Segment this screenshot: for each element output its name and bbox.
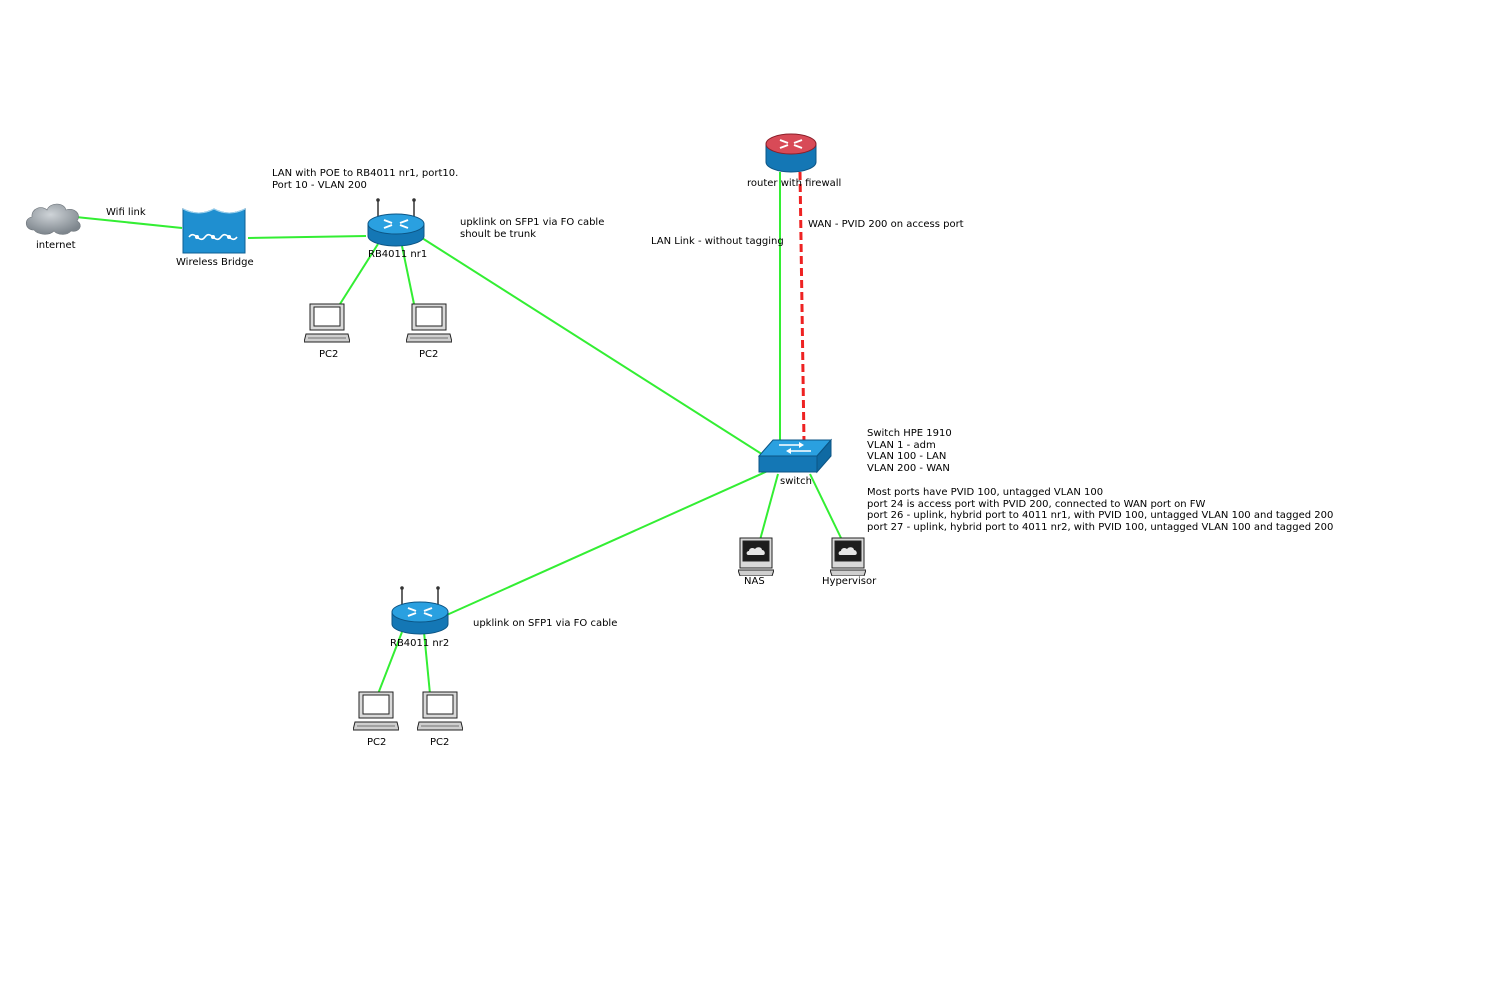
wireless-bridge-icon[interactable] [181, 205, 247, 255]
router-label: router with firewall [747, 178, 842, 189]
switch-info-annotation: Switch HPE 1910 VLAN 1 - adm VLAN 100 - … [867, 428, 952, 474]
firewall-router-icon[interactable] [764, 132, 818, 174]
pc-icon[interactable] [406, 302, 452, 344]
link-switch-hypervisor [809, 473, 843, 541]
link-switch-nas [759, 473, 779, 541]
link-rb4011-nr2-pc3 [377, 631, 403, 695]
link-rb4011-nr2-pc4 [423, 631, 431, 695]
lan-link-annotation: LAN Link - without tagging [651, 236, 784, 247]
ports-info-annotation: Most ports have PVID 100, untagged VLAN … [867, 487, 1334, 533]
link-internet-bridge [65, 215, 183, 229]
switch-label: switch [780, 476, 812, 487]
pc-icon[interactable] [304, 302, 350, 344]
rb4011-nr2-label: RB4011 nr2 [390, 638, 450, 649]
server-icon[interactable] [830, 536, 866, 576]
lan-poe-annotation: LAN with POE to RB4011 nr1, port10. Port… [272, 168, 459, 191]
wifi-link-label: Wifi link [106, 207, 146, 218]
link-bridge-rb4011-nr1 [247, 235, 367, 239]
link-rb4011-nr1-pc2 [401, 245, 415, 305]
pc-icon[interactable] [353, 690, 399, 732]
pc-icon[interactable] [417, 690, 463, 732]
link-switch-rb4011-nr2 [439, 469, 771, 619]
pc-label: PC2 [419, 349, 439, 360]
server-icon[interactable] [738, 536, 774, 576]
wireless-bridge-label: Wireless Bridge [176, 257, 254, 268]
link-router-switch-wan [798, 171, 806, 443]
cloud-icon[interactable] [22, 200, 84, 236]
pc-label: PC2 [319, 349, 339, 360]
router-icon[interactable] [390, 586, 450, 636]
wan-link-annotation: WAN - PVID 200 on access port [808, 219, 964, 230]
switch-icon[interactable] [757, 438, 833, 476]
nas-label: NAS [744, 576, 765, 587]
link-rb4011-nr1-pc1 [339, 243, 379, 305]
internet-label: internet [36, 240, 76, 251]
uplink-nr1-annotation: upklink on SFP1 via FO cable shoult be t… [460, 217, 605, 240]
uplink-nr2-annotation: upklink on SFP1 via FO cable [473, 618, 618, 629]
pc-label: PC2 [430, 737, 450, 748]
hypervisor-label: Hypervisor [822, 576, 877, 587]
link-rb4011-nr1-switch [421, 237, 769, 459]
pc-label: PC2 [367, 737, 387, 748]
rb4011-nr1-label: RB4011 nr1 [368, 249, 428, 260]
router-icon[interactable] [366, 198, 426, 248]
